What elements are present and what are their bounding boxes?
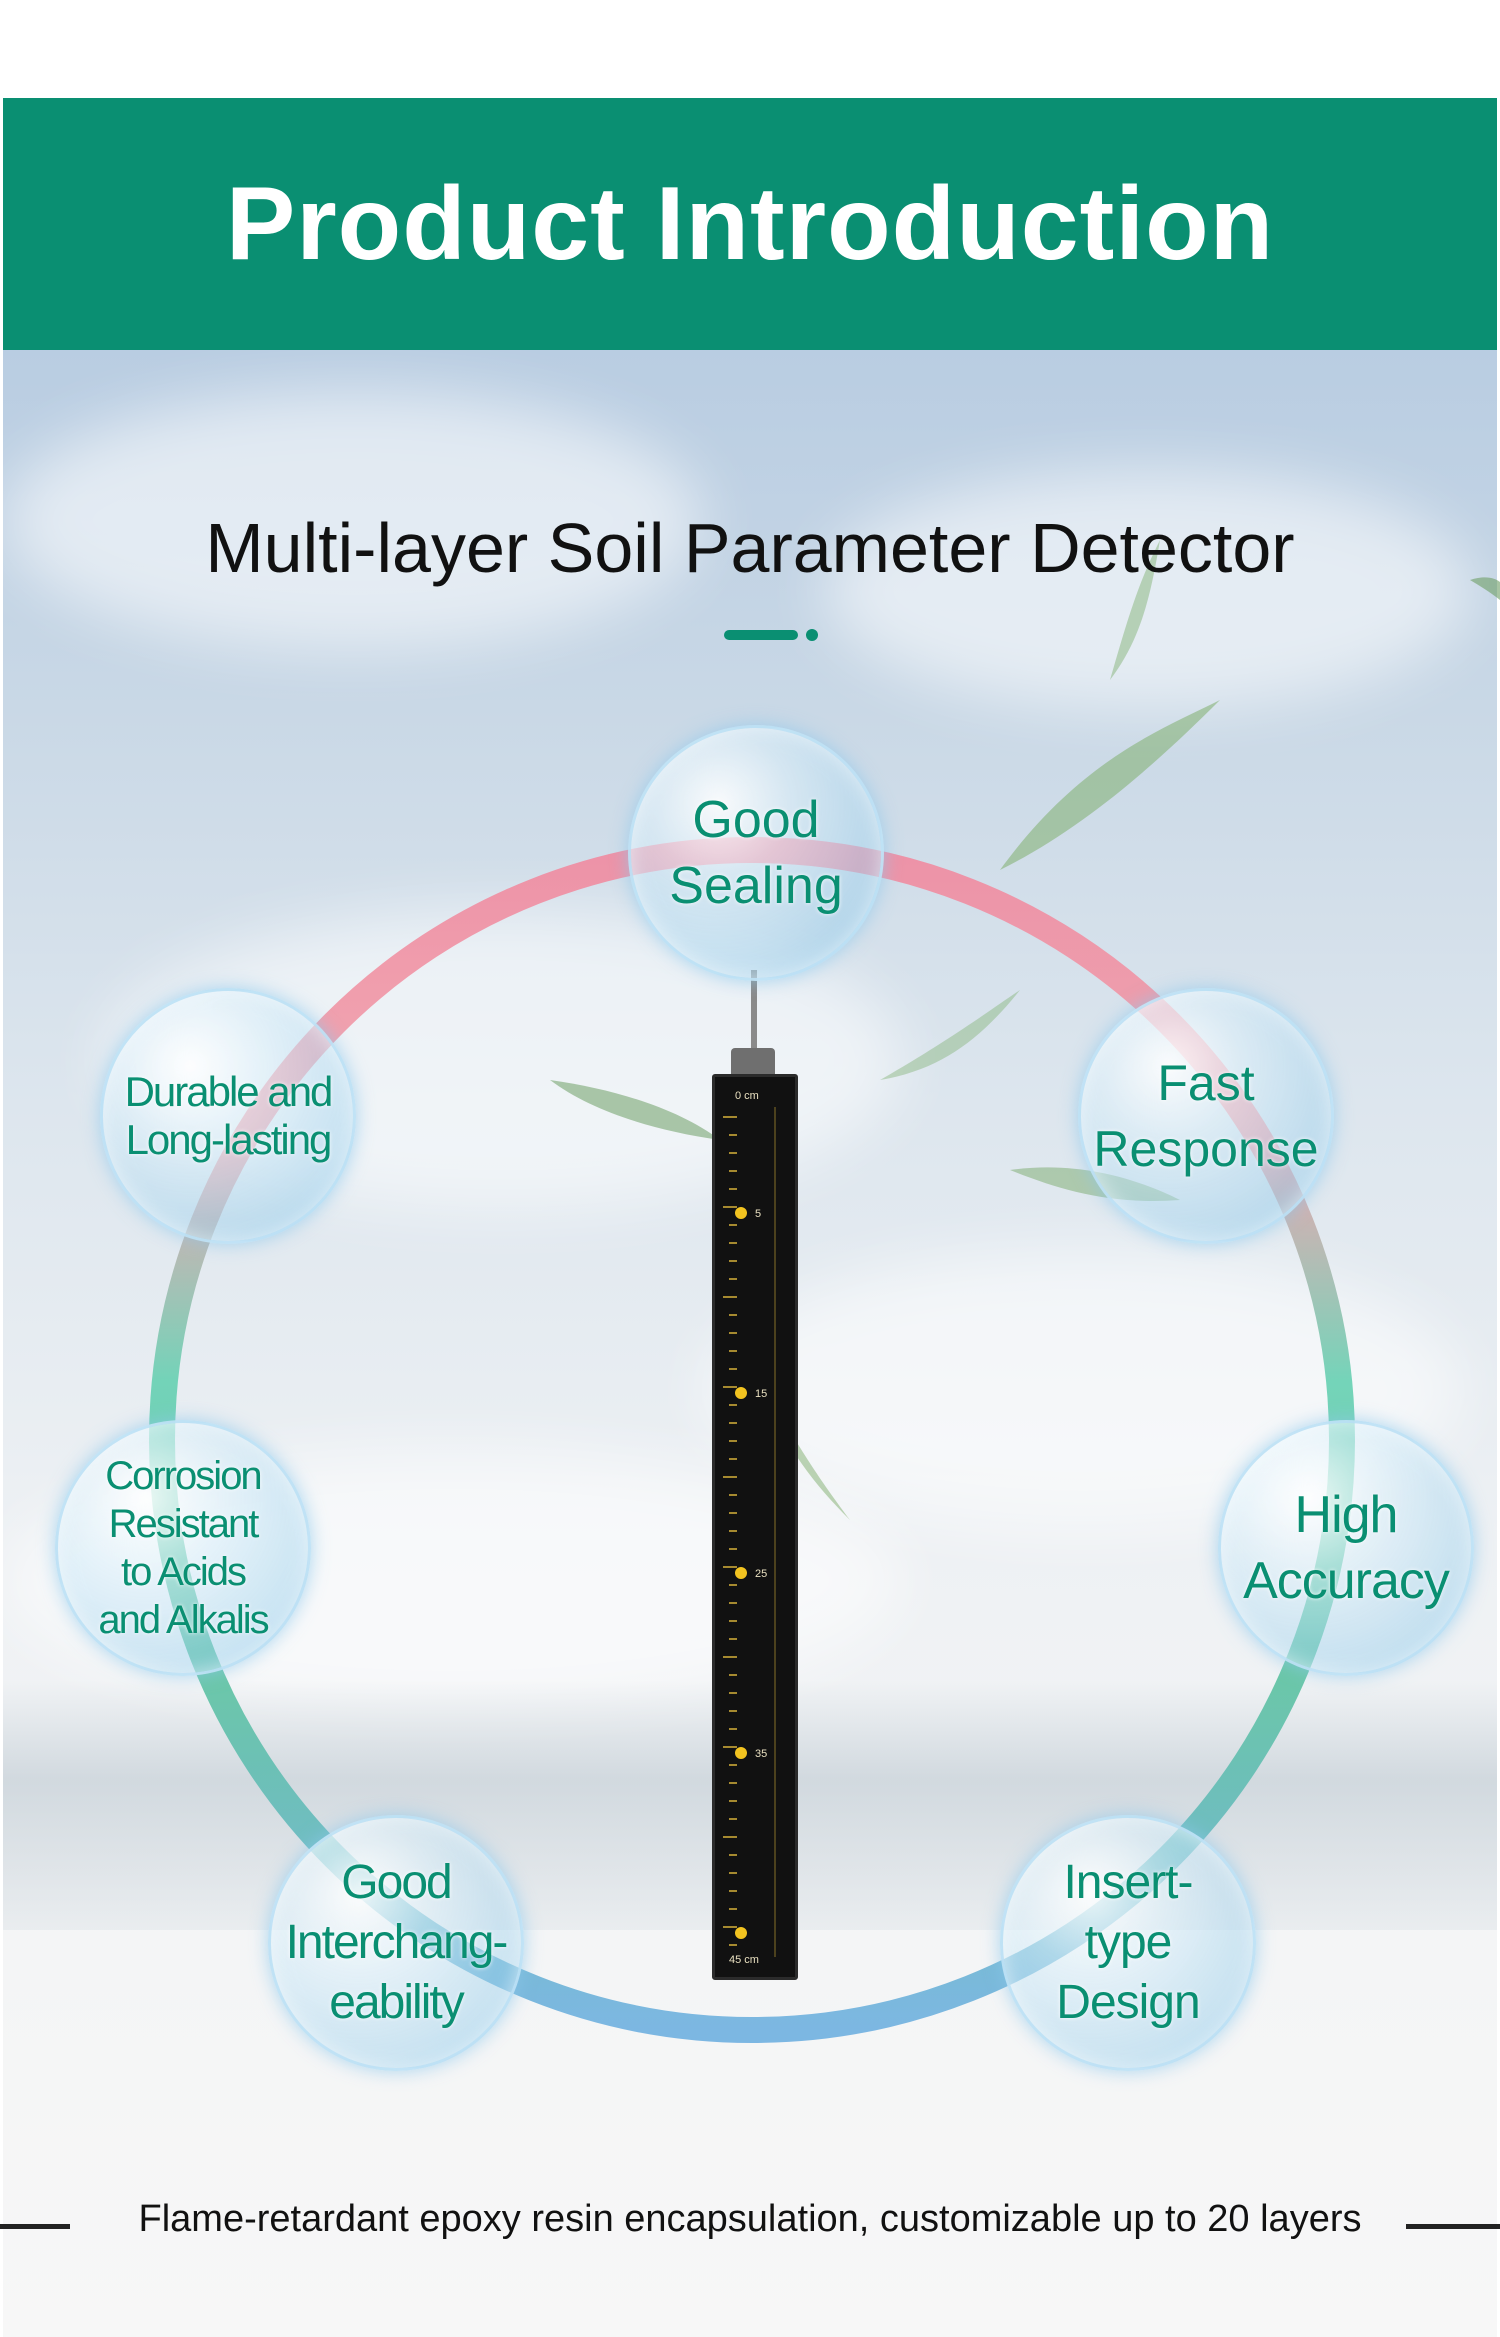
depth-mark-label: 15 [755,1388,767,1400]
feature-bubble-interchangeability: Good Interchang- eability [268,1815,524,2071]
depth-mark: 5 [735,1207,761,1220]
probe-scale: 0 cm 45 cm 5 15 25 35 [723,1090,776,1966]
feature-bubble-durable: Durable and Long-lasting [100,988,356,1244]
header-banner: Product Introduction [3,98,1497,350]
feature-bubble-insert-type: Insert- type Design [1000,1815,1256,2071]
feature-bubble-corrosion: Corrosion Resistant to Acids and Alkalis [55,1420,311,1676]
depth-mark-label: 25 [755,1568,767,1580]
leaf-decoration [550,1080,720,1140]
feature-label: Durable and Long-lasting [124,1068,334,1163]
feature-bubble-good-sealing: Good Sealing [628,725,884,981]
leaf-decoration [1110,540,1160,680]
depth-mark: 35 [735,1747,767,1760]
footer-divider-left [0,2224,70,2229]
feature-label: High Accuracy [1243,1486,1450,1610]
page-title: Product Introduction [225,165,1275,282]
leaf-decoration [1470,577,1500,600]
feature-label: Insert- type Design [1056,1856,1200,2029]
probe-cap [731,1048,775,1076]
footer-divider-right [1406,2224,1500,2229]
feature-bubble-fast-response: Fast Response [1078,988,1334,1244]
depth-mark-label: 5 [755,1208,761,1220]
feature-label: Corrosion Resistant to Acids and Alkalis [98,1454,269,1642]
probe-top-label: 0 cm [735,1090,759,1102]
depth-mark: 25 [735,1567,767,1580]
feature-label: Good Sealing [669,791,843,915]
accent-dot [806,629,818,641]
feature-label: Good Interchang- eability [285,1856,509,2029]
cloud [3,390,703,650]
probe-cable [751,970,757,1050]
feature-label: Fast Response [1093,1055,1319,1177]
soil-probe: 0 cm 45 cm 5 15 25 35 [712,1074,798,1980]
accent-bar [724,630,798,640]
feature-bubble-high-accuracy: High Accuracy [1218,1420,1474,1676]
depth-mark: 15 [735,1387,767,1400]
footer-caption: Flame-retardant epoxy resin encapsulatio… [138,2198,1362,2240]
depth-mark-label: 35 [755,1748,767,1760]
leaf-decoration [880,990,1020,1080]
leaf-decoration [1000,700,1220,870]
product-subtitle: Multi-layer Soil Parameter Detector [205,509,1295,587]
probe-bottom-label: 45 cm [729,1954,759,1966]
depth-mark-sensor [735,1927,747,1939]
